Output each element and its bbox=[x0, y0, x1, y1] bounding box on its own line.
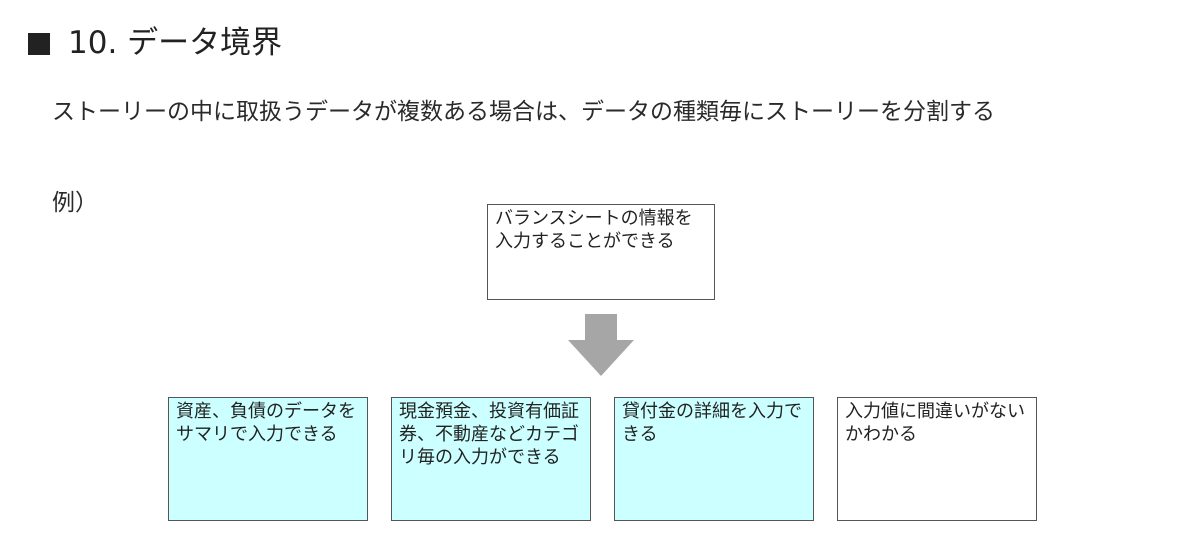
child-story-box: 資産、負債のデータをサマリで入力できる bbox=[168, 397, 368, 521]
down-arrow-shape bbox=[568, 314, 634, 376]
example-label: 例） bbox=[52, 190, 98, 216]
child-story-box: 現金預金、投資有価証券、不動産などカテゴリ毎の入力ができる bbox=[391, 397, 591, 521]
section-heading: 10. データ境界 bbox=[28, 28, 282, 59]
child-story-box: 入力値に間違いがないかわかる bbox=[837, 397, 1037, 521]
section-description: ストーリーの中に取扱うデータが複数ある場合は、データの種類毎にストーリーを分割す… bbox=[52, 99, 995, 125]
square-bullet-icon bbox=[28, 32, 50, 55]
parent-story-box: バランスシートの情報を入力することができる bbox=[487, 204, 715, 300]
down-arrow-icon bbox=[568, 314, 634, 376]
section-title: 10. データ境界 bbox=[68, 25, 283, 61]
child-story-box: 貸付金の詳細を入力できる bbox=[614, 397, 814, 521]
